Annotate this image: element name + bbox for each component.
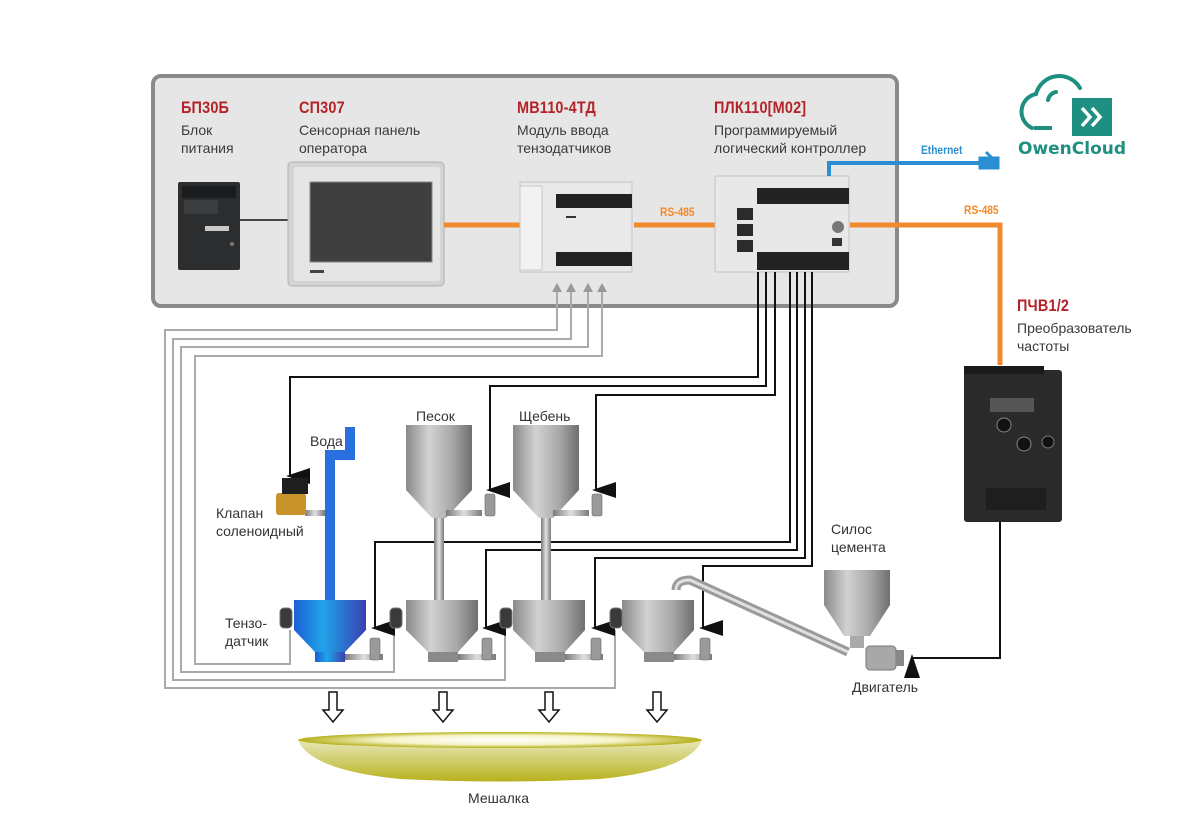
input-module-image (519, 181, 633, 273)
motor-image (865, 645, 904, 671)
sand-silo (406, 425, 482, 600)
ethernet-line (827, 161, 995, 176)
load-cell-signal-wires (164, 288, 616, 689)
gravel-weigh-hopper (513, 600, 585, 662)
motor-label: Двигатель (852, 679, 919, 695)
plc-description-line1: Программируемый (714, 122, 838, 138)
mixer-image (298, 732, 702, 782)
rs485-label-right: RS-485 (964, 203, 999, 217)
discharge-arrows (321, 691, 669, 724)
water-label: Вода (310, 433, 343, 449)
solenoid-valve-image (276, 478, 308, 515)
touch-panel-image (287, 161, 445, 287)
module-description-line1: Модуль ввода (517, 122, 609, 138)
module-description-line2: тензодатчиков (517, 140, 612, 156)
cement-weigh-hopper (622, 600, 694, 662)
psu-device-image (178, 182, 240, 270)
load-cell-label-line2: датчик (225, 633, 269, 649)
solenoid-valve-label-line1: Клапан (216, 505, 264, 521)
cement-screw-conveyor (671, 575, 850, 657)
cement-silo-label-line2: цемента (831, 539, 886, 555)
plc-description-line2: логический контроллер (714, 140, 867, 156)
panel-description-line1: Сенсорная панель (299, 122, 421, 138)
water-valve-branch-pipe (305, 510, 325, 516)
vfd-device-image (964, 366, 1062, 522)
ethernet-label: Ethernet (921, 143, 963, 157)
ethernet-plug-icon (978, 150, 1000, 170)
plc-control-wires (286, 272, 1001, 678)
solenoid-valve-label-line2: соленоидный (216, 523, 304, 539)
cement-silo (824, 570, 890, 648)
sand-label: Песок (416, 408, 455, 424)
water-pipe (325, 427, 355, 600)
load-cell-label-line1: Тензо- (225, 615, 267, 631)
rs485-label-left: RS-485 (660, 205, 695, 219)
module-model-title: МВ110-4ТД (517, 98, 596, 117)
plc-model-title: ПЛК110[М02] (714, 98, 807, 117)
outlet-valves (369, 493, 711, 661)
psu-description-line2: питания (181, 140, 234, 156)
vfd-description-line1: Преобразователь (1017, 320, 1132, 336)
panel-model-title: СП307 (299, 98, 345, 117)
mixer-label: Мешалка (468, 790, 530, 806)
owencloud-logo (1019, 74, 1112, 136)
psu-description-line1: Блок (181, 122, 213, 138)
module-input-arrows (552, 283, 607, 292)
outlet-pipes (345, 654, 712, 660)
panel-description-line2: оператора (299, 140, 368, 156)
sand-weigh-hopper (406, 600, 478, 662)
vfd-model-title: ПЧВ1/2 (1017, 296, 1070, 315)
psu-model-title: БП30Б (181, 98, 230, 117)
cement-silo-label-line1: Силос (831, 521, 873, 537)
load-cells (279, 607, 623, 629)
gravel-silo (513, 425, 589, 600)
water-hopper (294, 600, 366, 662)
gravel-label: Щебень (519, 408, 571, 424)
rs485-line-plc-vfd (850, 222, 1003, 365)
plc-device-image (714, 175, 850, 273)
owencloud-label: OwenCloud (1018, 139, 1127, 159)
vfd-description-line2: частоты (1017, 338, 1070, 354)
